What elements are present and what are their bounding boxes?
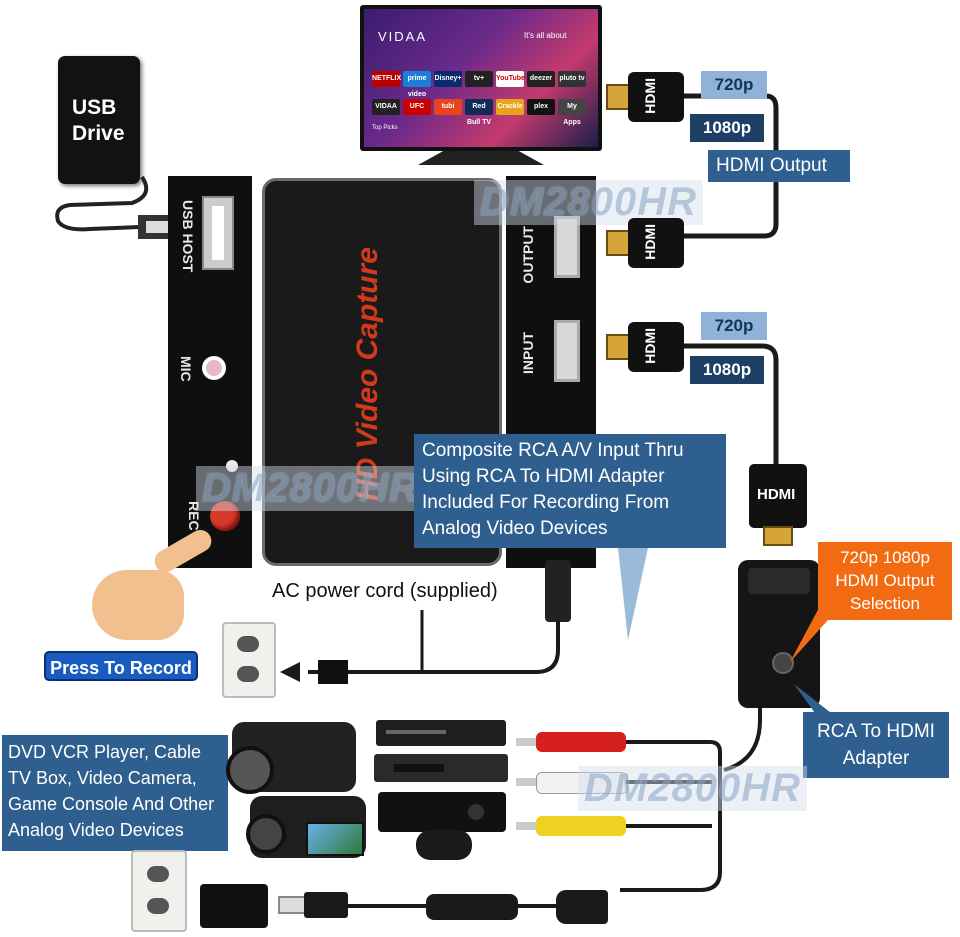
usb-host-port[interactable] [202, 196, 234, 270]
hdmi-output-label: HDMI Output [708, 150, 850, 182]
tv-app: tubi [434, 99, 462, 115]
tv-app: deezer [527, 71, 555, 87]
orange-pointer [790, 606, 828, 662]
tv-app: YouTube [496, 71, 525, 87]
watermark-left: DM2800HR [196, 466, 425, 511]
usb-host-label: USB HOST [180, 200, 196, 273]
output-selection-callout: 720p 1080p HDMI Output Selection [818, 542, 952, 620]
tv: VIDAA It's all about NETFLIX prime video… [360, 5, 602, 165]
wall-outlet-top [222, 622, 276, 698]
output-selection-line-1: 720p 1080p [840, 548, 930, 567]
camcorder-icon [226, 722, 356, 794]
usb-drive-label-1: USB [72, 96, 117, 119]
input-res-720p: 720p [701, 312, 767, 340]
rca-red-plug [516, 732, 626, 752]
composite-note-line-1: Composite RCA A/V Input Thru [422, 440, 684, 461]
tv-app: Disney+ [434, 71, 462, 87]
hdmi-output-plug-top: HDMI [606, 72, 684, 122]
hdmi-input-port[interactable] [554, 320, 580, 382]
adapter-label-line-2: Adapter [842, 748, 910, 769]
usb-plug-icon [278, 892, 348, 918]
tv-app: NETFLIX [372, 71, 401, 87]
output-selection-line-3: Selection [850, 594, 920, 613]
tv-app: plex [527, 99, 555, 115]
tv-app: VIDAA [372, 99, 400, 115]
usb-drive: USB Drive [58, 56, 140, 184]
gamepad-icon [416, 830, 472, 860]
tv-app: UFC [403, 99, 431, 115]
tv-app: tv+ [465, 71, 493, 87]
adapter-label: RCA To HDMI Adapter [803, 712, 949, 778]
ac-power-label: AC power cord (supplied) [272, 580, 498, 602]
adapter-pointer [794, 684, 840, 720]
barrel-jack-icon [556, 890, 608, 924]
hdmi-plug-text: HDMI [757, 486, 796, 503]
hdmi-plug-text: HDMI [642, 78, 658, 114]
hdmi-plug-text: HDMI [642, 328, 658, 364]
dc-plug [545, 560, 571, 622]
rec-button[interactable] [210, 501, 240, 531]
analog-devices-line-2: TV Box, Video Camera, [8, 768, 197, 788]
composite-note-line-2: Using RCA To HDMI Adapter [422, 466, 665, 487]
rca-yellow-plug [516, 816, 626, 836]
game-console-icon [378, 792, 506, 832]
watermark-bottom: DM2800HR [578, 766, 807, 811]
tv-app: Red Bull TV [465, 99, 493, 126]
tv-screen: VIDAA It's all about NETFLIX prime video… [360, 5, 602, 151]
usb-drive-label-2: Drive [72, 122, 125, 145]
device-title: HD Video Capture [351, 247, 384, 501]
hdmi-output-plug-bottom: HDMI [606, 218, 684, 268]
usb-cable [55, 175, 176, 239]
analog-devices-line-1: DVD VCR Player, Cable [8, 742, 202, 762]
tv-app: Crackle [496, 99, 524, 115]
composite-note-pointer [618, 548, 648, 640]
device-left-panel: USB HOST MIC REC [168, 176, 252, 568]
output-res-1080p: 1080p [690, 114, 764, 142]
hdmi-input-cable [684, 343, 779, 464]
power-adapter-icon [200, 884, 268, 928]
barrel-plug-icon [426, 894, 518, 920]
pointing-hand [92, 525, 216, 640]
output-select-switch[interactable] [772, 652, 794, 674]
wall-outlet-bottom [131, 850, 187, 932]
mic-label: MIC [178, 356, 194, 382]
rec-label: REC [186, 501, 202, 531]
press-to-record-button[interactable]: Press To Record [44, 651, 198, 681]
mic-jack[interactable] [202, 356, 226, 380]
hdmi-plug-text: HDMI [642, 224, 658, 260]
tv-row-caption: Top Picks [372, 125, 398, 131]
adapter-label-line-1: RCA To HDMI [817, 721, 935, 742]
watermark-top: DM2800HR [474, 180, 703, 225]
handycam-icon [246, 796, 366, 858]
composite-note: Composite RCA A/V Input Thru Using RCA T… [414, 434, 726, 548]
composite-note-line-4: Analog Video Devices [422, 518, 608, 539]
tv-app: pluto tv [558, 71, 586, 87]
rca-cables [620, 708, 762, 892]
output-label: OUTPUT [520, 226, 536, 284]
input-label: INPUT [520, 332, 536, 374]
tv-brand: VIDAA [378, 29, 428, 44]
output-selection-line-2: HDMI Output [835, 571, 935, 590]
composite-note-line-3: Included For Recording From [422, 492, 670, 513]
analog-devices-line-4: Analog Video Devices [8, 820, 184, 840]
analog-devices-line-3: Game Console And Other [8, 794, 215, 814]
hdmi-output-port[interactable] [554, 216, 580, 278]
status-led [226, 460, 238, 472]
output-res-720p: 720p [701, 71, 767, 99]
hdmi-vertical-plug: HDMI [749, 464, 807, 546]
tv-app: My Apps [558, 99, 586, 126]
input-res-1080p: 1080p [690, 356, 764, 384]
dvd-player-icon [376, 720, 506, 746]
vcr-icon [374, 754, 508, 782]
power-cord [280, 610, 560, 684]
tv-tagline: It's all about [524, 31, 567, 40]
tv-stand [418, 151, 544, 165]
hdmi-input-plug: HDMI [606, 322, 684, 372]
analog-devices-label: DVD VCR Player, Cable TV Box, Video Came… [2, 735, 228, 851]
tv-app: prime video [403, 71, 431, 98]
